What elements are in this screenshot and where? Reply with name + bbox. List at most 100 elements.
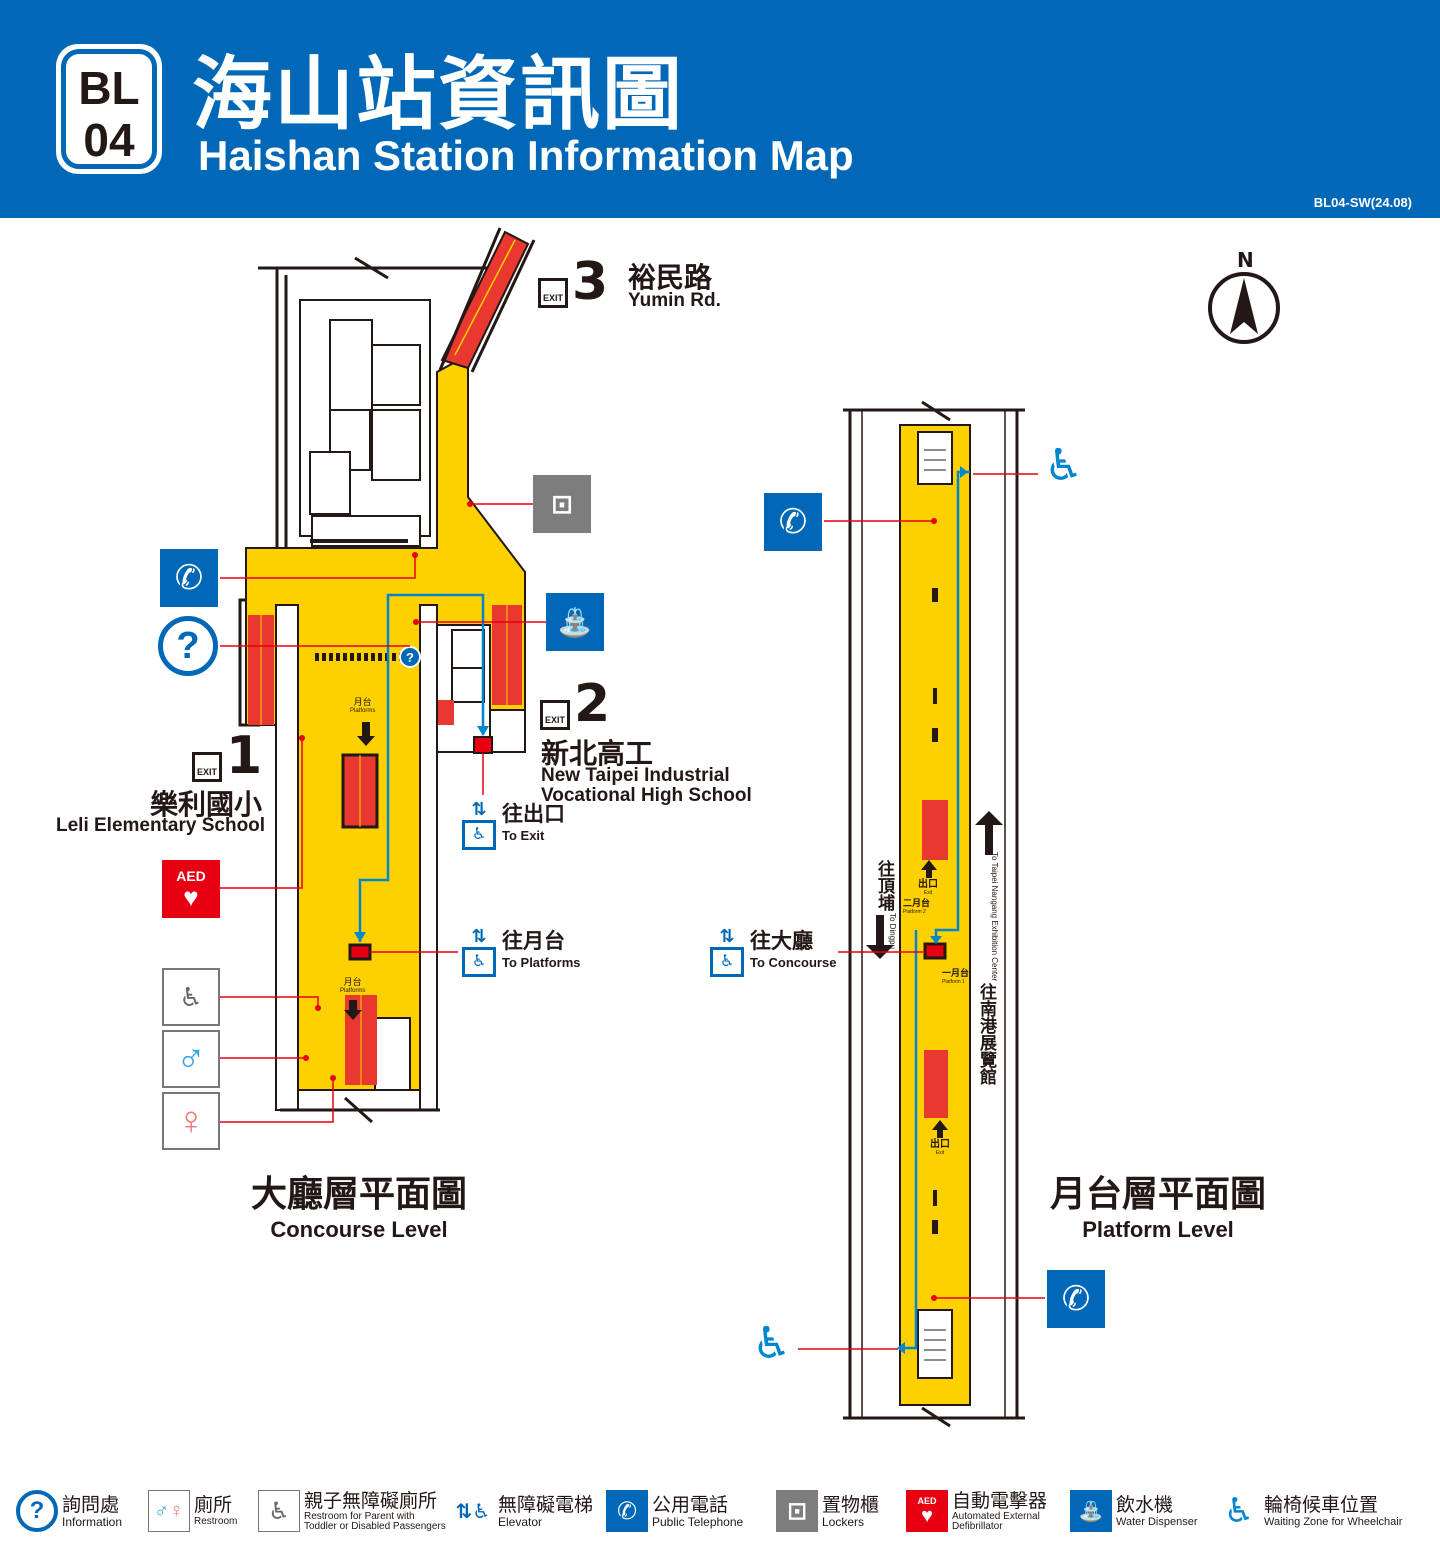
- exit-number: 2: [574, 674, 611, 734]
- platform-1-zh: 一月台: [942, 969, 970, 979]
- exit-zh: 出口: [918, 879, 938, 890]
- platform-title-en: Platform Level: [1082, 1217, 1234, 1242]
- exit-en: Exit: [935, 1150, 945, 1156]
- exit-3-name-zh: 裕民路: [628, 261, 713, 294]
- elevator-platforms-concourse: [348, 943, 372, 961]
- elevator-exit-concourse: [473, 736, 493, 754]
- wheelchair-icon: ♿: [752, 1319, 792, 1368]
- platform-escalator-south: [924, 1050, 948, 1118]
- exit-icon: EXIT: [538, 278, 569, 308]
- to-exit-en: To Exit: [502, 828, 545, 843]
- elevator-to-exit-sign: ⇅♿ 往出口 To Exit: [462, 798, 565, 854]
- legend-en: Automated External: [952, 1511, 1040, 1522]
- platforms-label-2: 月台 Platforms: [340, 978, 365, 996]
- exit-zh: 出口: [930, 1139, 950, 1150]
- compass-label: N: [1237, 248, 1254, 272]
- legend-en: Restroom for Parent with: [304, 1511, 415, 1522]
- exit3-escalator: [440, 230, 530, 370]
- elevator-icon: ⇅♿: [462, 798, 496, 854]
- telephone-icon: ✆: [160, 549, 218, 607]
- exit-1-name-zh: 樂利國小: [150, 788, 263, 821]
- legend-en: Elevator: [498, 1515, 543, 1529]
- accessible-route-concourse: [358, 593, 485, 942]
- exit-en: Exit: [923, 890, 933, 896]
- page-title-en: Haishan Station Information Map: [198, 132, 854, 179]
- aed-badge-text: AED: [917, 1496, 937, 1506]
- legend-zh: 親子無障礙廁所: [304, 1490, 438, 1512]
- exit-2-name-en-line1: New Taipei Industrial: [541, 765, 730, 786]
- compass-icon: [1208, 272, 1280, 344]
- platforms-label-1: 月台 Platforms: [350, 698, 375, 716]
- legend-en-2: Toddler or Disabled Passengers: [304, 1521, 446, 1532]
- page-title-zh: 海山站資訊圖: [192, 48, 684, 141]
- line-code: BL: [78, 62, 140, 114]
- elevator-icon: ⇅♿: [710, 925, 744, 981]
- exit-1-label: EXIT 1: [192, 730, 262, 782]
- legend-en: Waiting Zone for Wheelchair: [1264, 1516, 1403, 1528]
- exit-direction-label: 出口 Exit: [930, 1140, 950, 1158]
- aed-icon: AED♥: [906, 1490, 948, 1532]
- exit-3-name-en: Yumin Rd.: [628, 290, 721, 311]
- legend-zh: 飲水機: [1116, 1494, 1174, 1516]
- to-exit-zh: 往出口: [502, 802, 565, 826]
- platforms-zh: 月台: [343, 977, 362, 987]
- platform-title-zh: 月台層平面圖: [1049, 1174, 1266, 1215]
- elevator-icon: ⇅♿: [455, 1500, 491, 1523]
- to-dingpu-label: 往頂埔 To Dingpu: [872, 860, 897, 949]
- station-number: 04: [83, 114, 135, 166]
- to-platforms-zh: 往月台: [502, 929, 565, 953]
- information-icon: ?: [16, 1490, 58, 1532]
- to-nangang-en: To Taipei Nangang Exhibition Center: [990, 852, 999, 982]
- telephone-icon: ✆: [1047, 1270, 1105, 1328]
- to-concourse-en: To Concourse: [750, 955, 837, 970]
- locker-icon: ⊡: [776, 1490, 818, 1532]
- map-code: BL04-SW(24.08): [1313, 195, 1412, 210]
- telephone-icon: ✆: [764, 493, 822, 551]
- platform-title: 月台層平面圖 Platform Level: [1044, 1165, 1272, 1243]
- legend-en: Public Telephone: [652, 1515, 744, 1529]
- concourse-title-en: Concourse Level: [270, 1217, 448, 1242]
- legend-zh: 置物櫃: [822, 1494, 880, 1516]
- elevator-platform: [923, 942, 947, 960]
- exit-icon: EXIT: [540, 700, 571, 730]
- wheelchair-icon: ♿: [1044, 441, 1084, 490]
- water-dispenser-icon: ⛲: [1070, 1490, 1112, 1532]
- platform-2-en: Platform 2: [903, 909, 926, 915]
- legend-zh: 公用電話: [652, 1494, 729, 1516]
- legend-en: Water Dispenser: [1116, 1516, 1198, 1528]
- to-platforms-en: To Platforms: [502, 955, 581, 970]
- platform-2-label: 二月台 Platform 2: [903, 900, 930, 916]
- platforms-zh: 月台: [353, 697, 372, 707]
- platform-2-zh: 二月台: [903, 899, 931, 909]
- platform-1-en: Platform 1: [942, 979, 965, 985]
- concourse-title: 大廳層平面圖 Concourse Level: [245, 1165, 473, 1243]
- exit-direction-label: 出口 Exit: [918, 880, 938, 898]
- exit-1-name-en: Leli Elementary School: [56, 815, 266, 836]
- locker-icon: ⊡: [533, 475, 591, 533]
- water-dispenser-icon: ⛲: [546, 593, 604, 651]
- exit-icon: EXIT: [192, 752, 223, 782]
- womens-restroom-icon: ♀: [162, 1092, 220, 1150]
- header: BL 04 海山站資訊圖 Haishan Station Information…: [0, 0, 1440, 218]
- platform-plan: [843, 400, 1025, 1428]
- leader-lines: [220, 473, 1045, 1350]
- information-icon: ?: [158, 616, 218, 676]
- legend-en: Restroom: [194, 1516, 238, 1527]
- legend-zh: 自動電擊器: [952, 1490, 1048, 1512]
- platforms-en: Platforms: [340, 988, 366, 994]
- restroom-icon: ♂♀: [148, 1490, 190, 1532]
- exit-2-name-zh: 新北高工: [541, 737, 654, 770]
- to-nangang-zh: 往南港展覽館: [976, 983, 996, 1086]
- to-nangang-label: 往南港展覽館 To Taipei Nangang Exhibition Cent…: [974, 852, 999, 1085]
- legend-zh: 廁所: [194, 1494, 233, 1516]
- to-dingpu-zh: 往頂埔: [874, 860, 894, 911]
